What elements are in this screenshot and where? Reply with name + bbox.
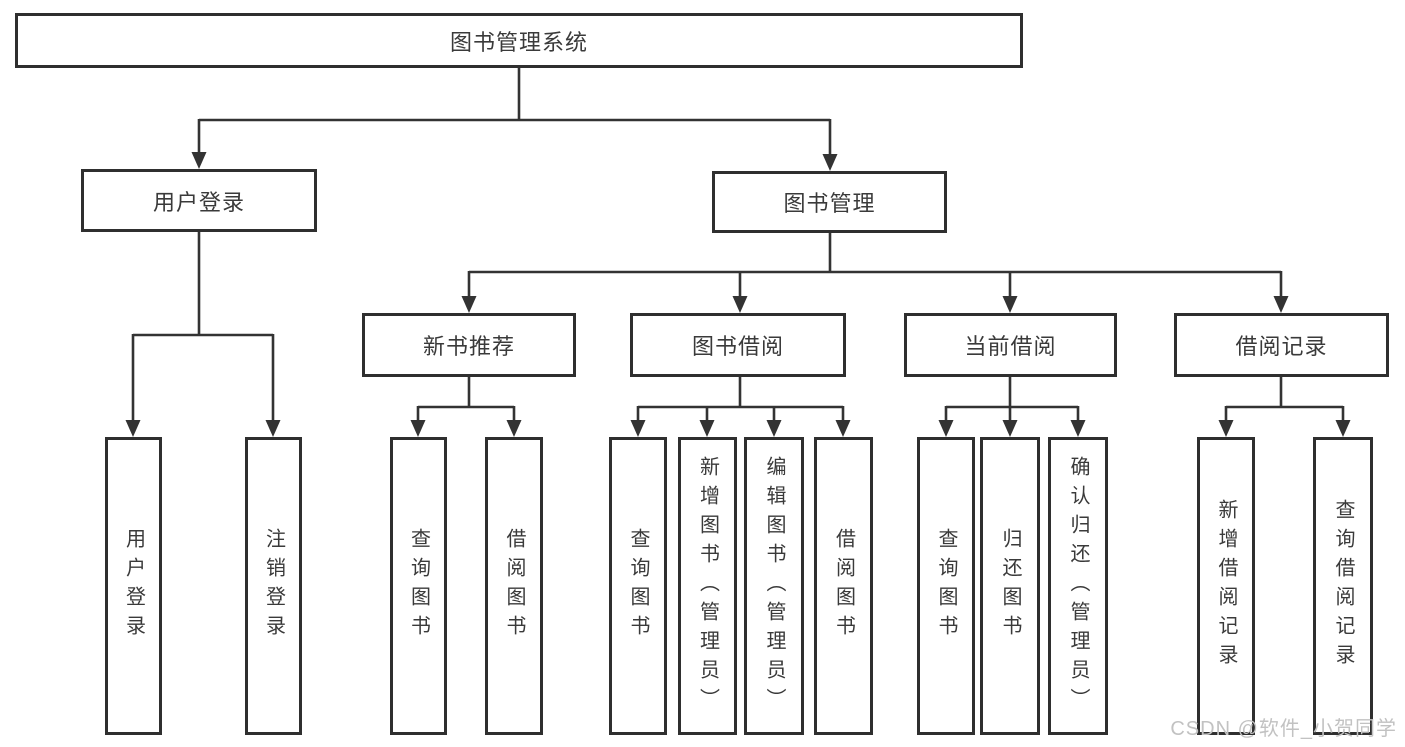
node-borrow-record: 借阅记录 [1174,313,1389,377]
node-current-borrow: 当前借阅 [904,313,1117,377]
leaf-label: 用户登录 [122,528,145,644]
node-user-login: 用户登录 [81,169,317,232]
leaf-label: 借阅图书 [503,528,525,644]
leaf-add-borrow-record: 新增借阅记录 [1197,437,1255,735]
leaf-add-book-admin: 新增图书（管理员） [678,437,737,735]
node-label: 新书推荐 [422,334,515,359]
leaf-borrow-book-recommend: 借阅图书 [485,437,543,735]
leaf-confirm-return-admin: 确认归还（管理员） [1048,437,1108,735]
leaf-label: 借阅图书 [832,528,855,644]
leaf-label: 归还图书 [999,528,1021,644]
leaf-label: 新增图书（管理员） [696,455,719,717]
node-label: 用户登录 [152,189,245,215]
node-label: 图书借阅 [691,334,784,359]
leaf-borrow-book: 借阅图书 [814,437,873,735]
leaf-logout: 注销登录 [245,437,302,735]
leaf-query-borrow-record: 查询借阅记录 [1313,437,1373,735]
leaf-label: 查询图书 [627,528,649,644]
leaf-user-login: 用户登录 [105,437,162,735]
leaf-label: 编辑图书（管理员） [763,455,785,717]
leaf-label: 确认归还（管理员） [1067,455,1089,717]
leaf-label: 查询图书 [407,528,430,644]
leaf-label: 查询借阅记录 [1332,499,1354,673]
leaf-edit-book-admin: 编辑图书（管理员） [744,437,804,735]
node-label: 图书管理 [783,191,876,216]
leaf-label: 新增借阅记录 [1215,499,1237,673]
leaf-query-book-borrow: 查询图书 [609,437,667,735]
node-label: 图书管理系统 [449,29,588,55]
leaf-label: 查询图书 [935,528,957,644]
node-label: 借阅记录 [1235,334,1328,359]
node-book-borrow: 图书借阅 [630,313,846,377]
node-new-book-recommend: 新书推荐 [362,313,576,377]
leaf-return-book: 归还图书 [980,437,1040,735]
csdn-watermark: CSDN @软件_小贺同学 [1170,718,1397,740]
leaf-query-book-recommend: 查询图书 [390,437,447,735]
leaf-query-book-current: 查询图书 [917,437,975,735]
node-label: 当前借阅 [964,334,1057,359]
node-root-system: 图书管理系统 [15,13,1023,68]
node-book-management: 图书管理 [712,171,947,233]
leaf-label: 注销登录 [262,528,285,644]
